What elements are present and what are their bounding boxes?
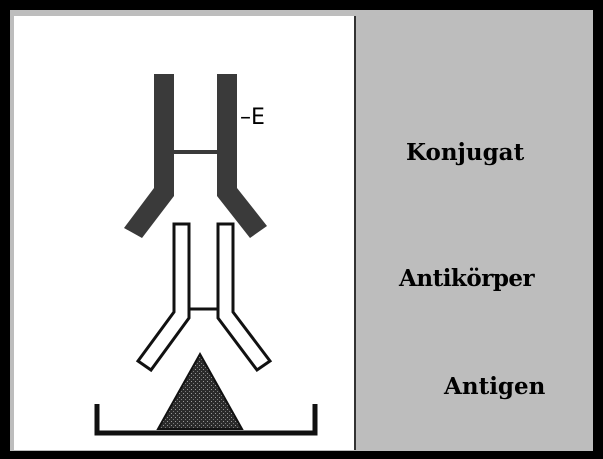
antigen-label: Antigen xyxy=(444,373,545,400)
antigen-shape xyxy=(158,354,242,429)
antibody-label: Antikörper xyxy=(399,265,534,292)
primary-antibody-shape xyxy=(138,224,270,370)
conjugate-antibody-shape xyxy=(124,74,267,238)
conjugate-label: Konjugat xyxy=(406,139,524,166)
elisa-diagram xyxy=(14,16,356,450)
enzyme-marker-label: –E xyxy=(240,105,265,130)
illustration-area: –E xyxy=(14,16,356,450)
